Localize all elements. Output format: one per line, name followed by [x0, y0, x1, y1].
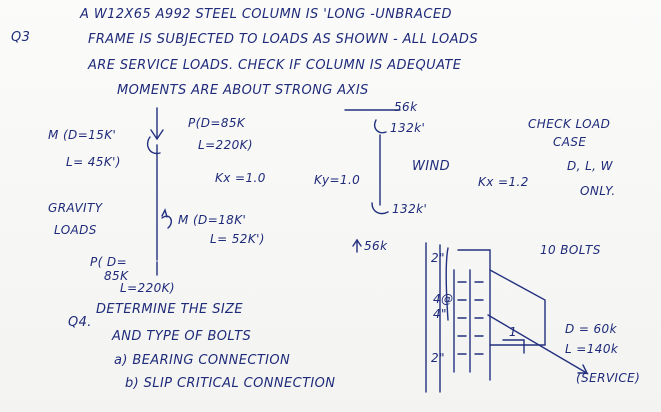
gravity-top-moment-arc [146, 136, 161, 155]
q4-line-1: DETERMINE THE SIZE [96, 302, 244, 317]
wind-label: WIND [412, 159, 451, 174]
wind-top-axial: 56k [394, 100, 418, 114]
gravity-label-line2: LOADS [54, 223, 97, 237]
gravity-bottom-moment-line2: L= 52K') [210, 232, 265, 246]
connection-load-note: (SERVICE) [576, 371, 641, 385]
q4-option-b: b) SLIP CRITICAL CONNECTION [125, 376, 336, 391]
connection-top-edge: 2" [431, 251, 445, 265]
load-case-line1: CHECK LOAD [528, 117, 611, 131]
wind-bottom-axial: 56k [364, 239, 388, 253]
wind-kx: Kx =1.2 [478, 175, 529, 189]
connection-slope: 1 [509, 325, 518, 339]
q4-number: Q4. [68, 315, 92, 330]
angle-leg [457, 249, 491, 381]
wind-bottom-moment-arc [371, 202, 389, 215]
gravity-label-line1: GRAVITY [48, 201, 103, 215]
gravity-bottom-moment-line1: M (D=18K' [178, 213, 247, 227]
wind-bottom-moment: 132k' [392, 202, 428, 216]
wind-top-moment-arc [374, 119, 387, 134]
gravity-top-axial-line1: P(D=85K [188, 116, 246, 130]
load-case-line4: ONLY. [580, 184, 616, 198]
diagonal-brace-line [487, 314, 586, 373]
connection-bolts: 10 BOLTS [540, 243, 601, 257]
q3-number: Q3 [11, 30, 31, 45]
gravity-kx: Kx =1.0 [215, 171, 266, 185]
slope-triangle [502, 339, 525, 354]
gravity-top-axial-line2: L=220K) [198, 138, 253, 152]
wind-top-moment: 132k' [390, 121, 426, 135]
gravity-bottom-moment-arc [161, 215, 172, 229]
gravity-bottom-axial-line3: L=220K) [120, 281, 175, 295]
connection-bottom-edge: 2" [431, 351, 445, 365]
gravity-ky: Ky=1.0 [314, 173, 361, 187]
gravity-bottom-moment-arrowhead [161, 208, 168, 218]
diagonal-brace-arrowhead [577, 364, 589, 374]
column-edge-curve [445, 247, 449, 321]
wind-bottom-arrowhead [352, 238, 362, 247]
gravity-top-arrowhead [150, 129, 164, 141]
gravity-bottom-axial-line2: 85K [104, 269, 129, 283]
load-case-line2: CASE [553, 135, 587, 149]
q3-line-1: A W12X65 A992 STEEL COLUMN IS 'LONG -UNB… [80, 7, 452, 22]
connection-load-dead: D = 60k [565, 322, 617, 336]
gusset-plate [489, 269, 546, 346]
gravity-bottom-axial-line1: P( D= [90, 255, 128, 269]
load-case-line3: D, L, W [567, 159, 613, 173]
connection-spacing-line2: 4" [433, 307, 447, 321]
q4-option-a: a) BEARING CONNECTION [114, 353, 291, 368]
gravity-top-moment-line1: M (D=15K' [48, 128, 117, 142]
q3-line-4: MOMENTS ARE ABOUT STRONG AXIS [117, 83, 369, 98]
q3-line-3: ARE SERVICE LOADS. CHECK IF COLUMN IS AD… [88, 58, 462, 73]
connection-load-live: L =140k [565, 342, 619, 356]
connection-spacing-line1: 4@ [433, 292, 454, 306]
q3-line-2: FRAME IS SUBJECTED TO LOADS AS SHOWN - A… [88, 32, 478, 47]
q4-line-2: AND TYPE OF BOLTS [112, 329, 252, 344]
gravity-top-moment-line2: L= 45K') [66, 155, 121, 169]
